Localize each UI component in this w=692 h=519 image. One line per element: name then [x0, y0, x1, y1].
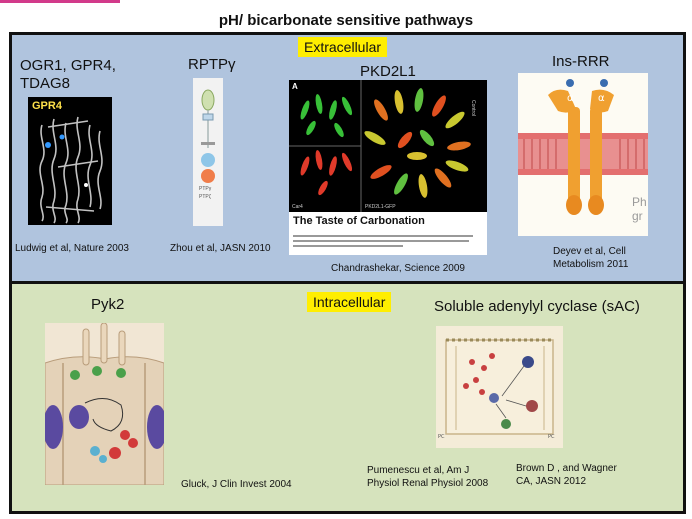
sac-citation-a-line1: Pumenescu et al, Am J: [367, 465, 470, 476]
svg-text:PC: PC: [548, 434, 555, 440]
pkd2l1-heading: PKD2L1: [360, 63, 416, 80]
pyk2-cell-diagram: [45, 323, 164, 485]
insrrr-heading: Ins-RRR: [552, 53, 610, 70]
pkd2l1-citation: Chandrashekar, Science 2009: [331, 263, 465, 274]
sac-cell-graphic: PC PC: [438, 338, 555, 440]
pyk2-citation: Gluck, J Clin Invest 2004: [181, 479, 292, 490]
sac-heading: Soluble adenylyl cyclase (sAC): [434, 298, 640, 315]
extracellular-badge: Extracellular: [298, 37, 388, 57]
sac-citation-a-line2: Physiol Renal Physiol 2008: [367, 478, 489, 489]
sac-cell-diagram: PC PC: [436, 326, 563, 448]
intracellular-badge: Intracellular: [307, 292, 392, 312]
accent-bar: [0, 0, 120, 3]
pkd2l1-micrograph-graphic: [289, 80, 471, 212]
pkd2l1-caption-authors: [293, 232, 481, 250]
rptp-label-gamma: PTPγ: [199, 186, 212, 192]
pyk2-cell-graphic: [45, 323, 164, 485]
svg-text:α: α: [598, 93, 605, 104]
ogr1-citation: Ludwig et al, Nature 2003: [15, 243, 129, 254]
rptp-diagram: PTPγ PTPζ: [193, 78, 223, 226]
pkd2l1-caption-box: The Taste of Carbonation: [289, 212, 487, 255]
insrrr-membrane-graphic: α α: [518, 79, 648, 215]
sac-citation-b-line2: CA, JASN 2012: [516, 476, 587, 487]
ogr1-heading: OGR1, GPR4, TDAG8: [20, 57, 116, 92]
rptp-label-zeta: PTPζ: [199, 194, 211, 200]
insrrr-citation-line2: Metabolism 2011: [553, 259, 629, 270]
insrrr-citation-line1: Deyev et al, Cell: [553, 246, 626, 257]
gpr4-image-label: GPR4: [32, 100, 62, 112]
pkd2l1-side-label-car4: Car4: [292, 204, 303, 210]
pkd2l1-caption-title: The Taste of Carbonation: [293, 215, 425, 227]
gpr4-structure-image: [28, 97, 112, 225]
rptp-domain-graphic: [201, 89, 215, 183]
sac-citation-b-line1: Brown D , and Wagner: [516, 463, 617, 474]
pkd2l1-figure: A Control PKD2L1-GFP Car4 The Taste of C…: [289, 80, 487, 255]
svg-text:α: α: [567, 93, 574, 104]
svg-text:PC: PC: [438, 434, 445, 440]
gpr4-helix-graphic: [39, 116, 103, 224]
rptp-heading: RPTPγ: [188, 56, 236, 73]
rptp-citation: Zhou et al, JASN 2010: [170, 243, 271, 254]
pkd2l1-side-label-control: Control: [470, 100, 476, 117]
page-title: pH/ bicarbonate sensitive pathways: [218, 12, 474, 29]
pkd2l1-panel-letter: A: [292, 82, 298, 91]
pkd2l1-side-label-gfp: PKD2L1-GFP: [365, 204, 396, 210]
insrrr-receptor-image: α α Ph gr: [518, 73, 648, 236]
pyk2-heading: Pyk2: [91, 296, 125, 313]
insrrr-image-text: Ph gr: [632, 195, 647, 223]
